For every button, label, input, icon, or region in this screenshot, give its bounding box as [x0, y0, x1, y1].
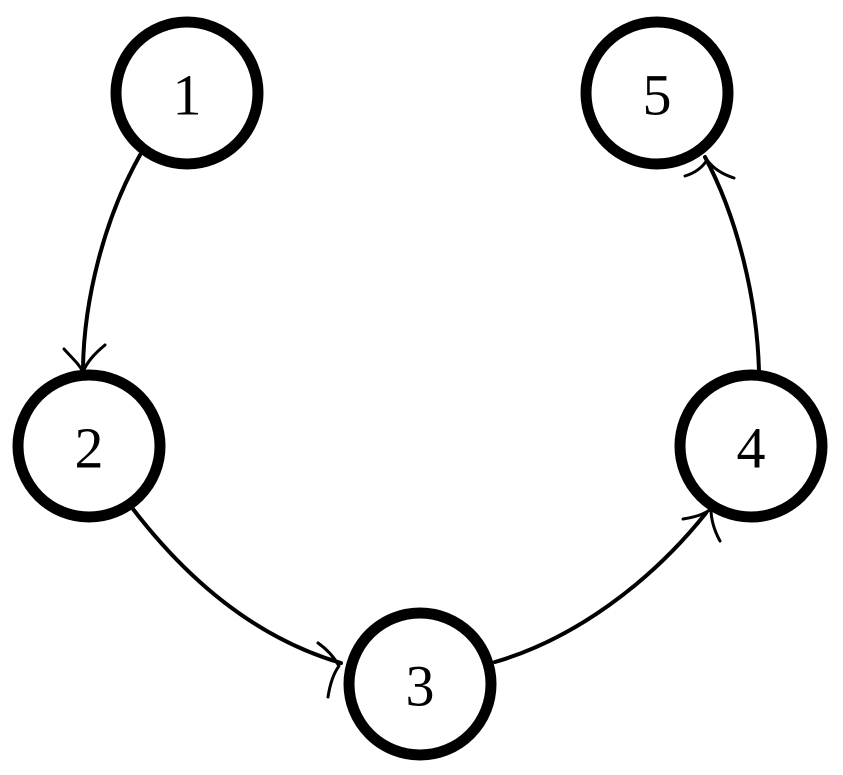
graph-node-4[interactable]: 4 — [674, 369, 828, 523]
graph-node-3[interactable]: 3 — [343, 607, 497, 761]
edge-line — [81, 153, 142, 370]
arrowhead-icon — [683, 158, 736, 180]
node-circle[interactable] — [674, 369, 828, 523]
nodes-layer: 1 2 3 4 5 — [12, 16, 828, 761]
edge-1-to-2 — [62, 153, 142, 374]
node-label: 3 — [406, 654, 435, 719]
node-label: 2 — [75, 416, 104, 481]
edge-4-to-5 — [683, 155, 761, 373]
graph-node-1[interactable]: 1 — [110, 16, 264, 170]
node-circle[interactable] — [110, 16, 264, 170]
edge-3-to-4 — [493, 507, 722, 664]
edge-line — [131, 507, 343, 665]
node-label: 4 — [737, 416, 766, 481]
node-circle[interactable] — [12, 369, 166, 523]
arrowhead-icon — [316, 641, 341, 699]
edge-line — [493, 511, 708, 664]
graph-node-5[interactable]: 5 — [580, 16, 734, 170]
node-circle[interactable] — [580, 16, 734, 170]
node-label: 5 — [643, 63, 672, 128]
graph-node-2[interactable]: 2 — [12, 369, 166, 523]
node-label: 1 — [173, 63, 202, 128]
node-circle[interactable] — [343, 607, 497, 761]
edge-line — [703, 155, 761, 373]
edge-2-to-3 — [131, 507, 343, 699]
